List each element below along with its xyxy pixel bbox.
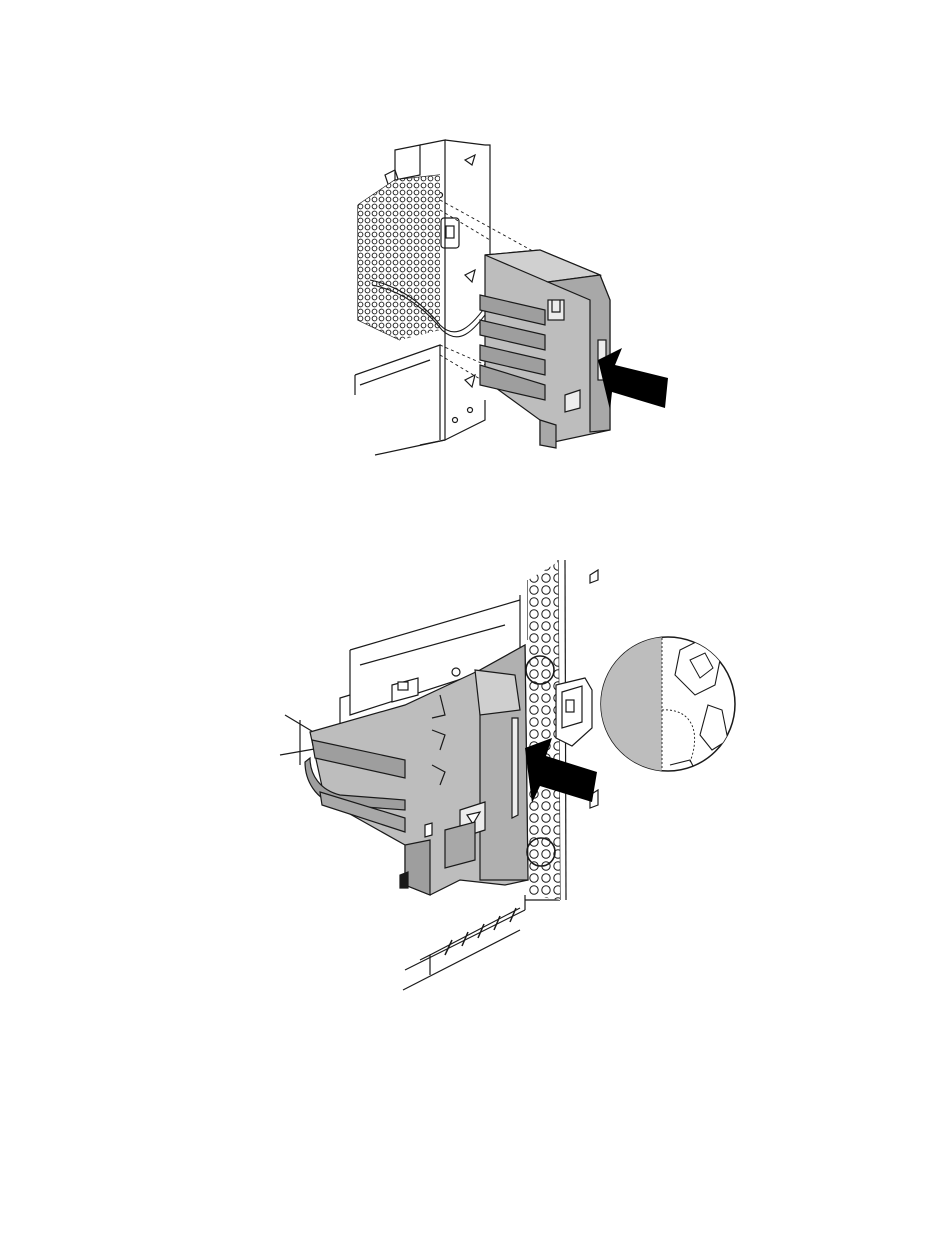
step-2-drawing <box>0 500 950 1260</box>
step-2-illustration <box>0 500 950 1260</box>
push-arrow-icon <box>598 348 668 410</box>
zoom-detail-icon <box>600 630 735 780</box>
fan-duct-bracket <box>480 250 610 448</box>
step-1-drawing <box>0 0 950 500</box>
step-1-illustration <box>0 0 950 500</box>
chassis-clip <box>556 678 592 746</box>
push-arrow-icon <box>525 738 597 803</box>
